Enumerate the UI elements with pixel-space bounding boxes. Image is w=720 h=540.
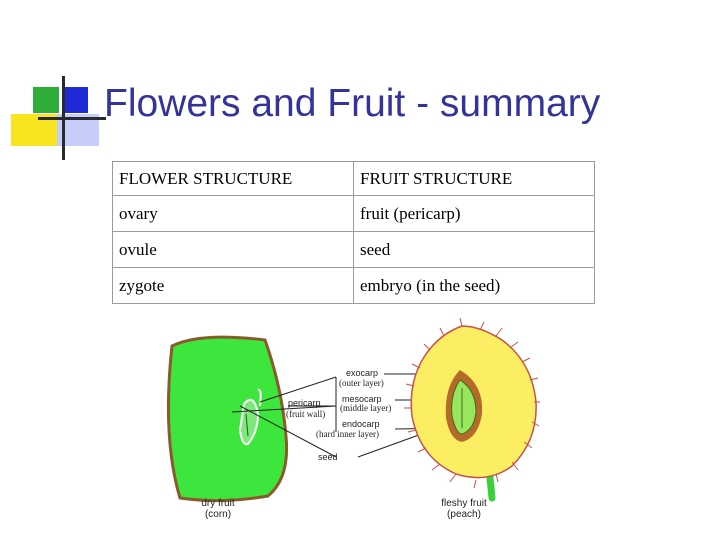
- decor-square-green: [33, 87, 59, 113]
- caption-fleshy-fruit: fleshy fruit: [441, 498, 487, 509]
- decor-horizontal-line: [38, 117, 106, 120]
- caption-fleshy-example: (peach): [447, 509, 481, 520]
- label-mesocarp: mesocarp: [342, 394, 382, 404]
- label-endocarp: endocarp: [342, 419, 380, 429]
- label-exocarp: exocarp: [346, 368, 378, 378]
- exocarp-hairs: [404, 318, 540, 489]
- table-row: zygote embryo (in the seed): [112, 267, 595, 304]
- table-row: ovary fruit (pericarp): [112, 195, 595, 232]
- page-title: Flowers and Fruit - summary: [104, 82, 601, 125]
- summary-table: FLOWER STRUCTURE FRUIT STRUCTURE ovary f…: [112, 161, 595, 304]
- table-header-row: FLOWER STRUCTURE FRUIT STRUCTURE: [112, 161, 595, 196]
- table-cell: fruit (pericarp): [353, 195, 595, 232]
- label-middle-layer: (middle layer): [340, 403, 391, 413]
- label-pericarp: pericarp: [288, 398, 321, 408]
- table-cell: ovule: [112, 231, 354, 268]
- label-hard-inner-layer: (hard inner layer): [316, 429, 379, 439]
- label-fruit-wall: (fruit wall): [286, 409, 325, 419]
- caption-dry-example: (corn): [205, 509, 231, 520]
- decor-square-blue: [62, 87, 88, 113]
- caption-dry-fruit: dry fruit: [201, 498, 235, 509]
- table-cell: embryo (in the seed): [353, 267, 595, 304]
- header-fruit-structure: FRUIT STRUCTURE: [353, 161, 595, 196]
- peach-fruit: [404, 318, 540, 502]
- table-cell: seed: [353, 231, 595, 268]
- table-cell: ovary: [112, 195, 354, 232]
- table-cell: zygote: [112, 267, 354, 304]
- label-seed: seed: [318, 452, 338, 462]
- corn-kernel: [166, 335, 289, 503]
- fruit-diagram: exocarp (outer layer) mesocarp (middle l…: [166, 318, 540, 520]
- table-row: ovule seed: [112, 231, 595, 268]
- label-outer-layer: (outer layer): [339, 378, 384, 388]
- header-flower-structure: FLOWER STRUCTURE: [112, 161, 354, 196]
